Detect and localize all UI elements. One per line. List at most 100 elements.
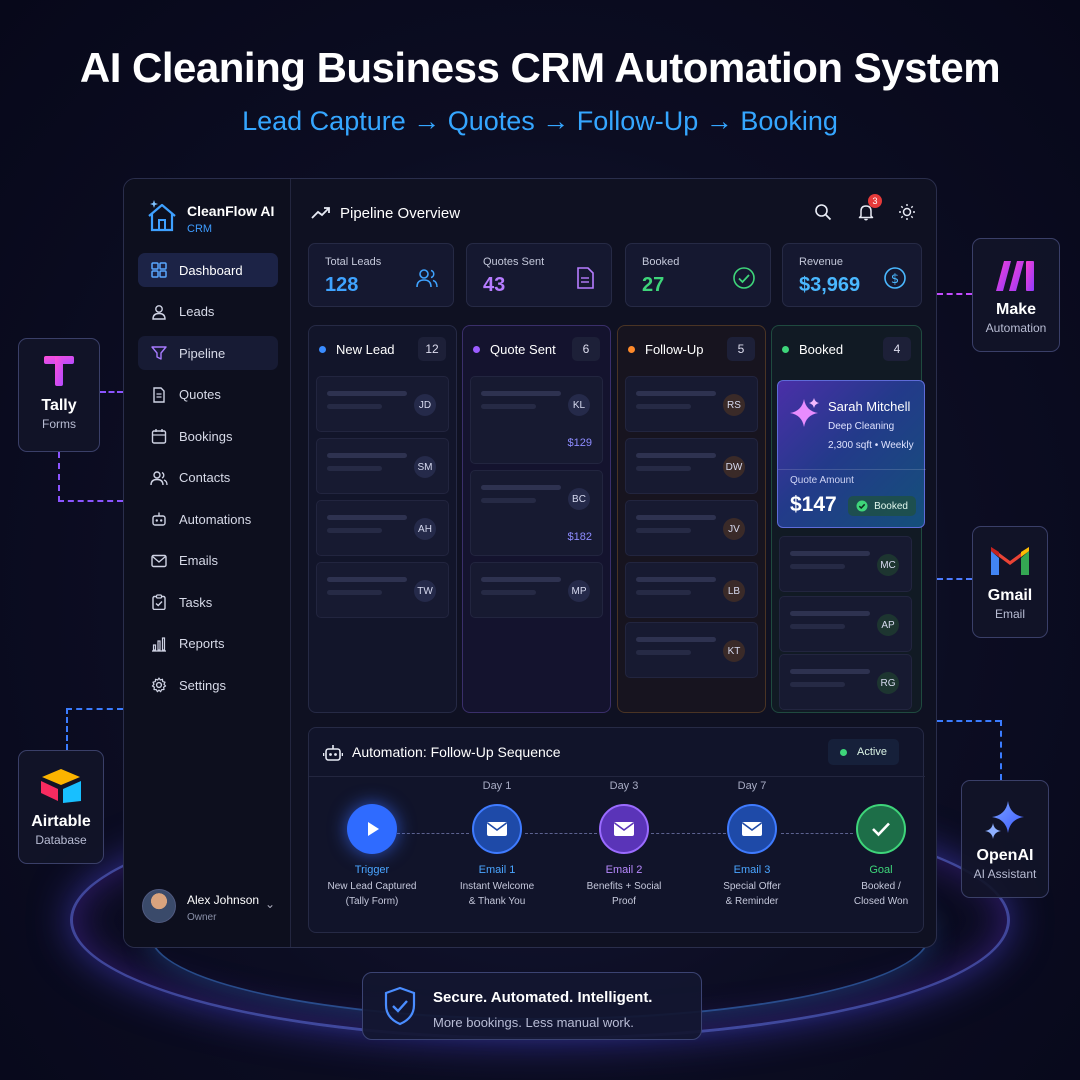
lead-card[interactable]: AP <box>779 596 912 652</box>
connector-airtable <box>66 708 123 710</box>
stat-value: $3,969 <box>799 274 861 296</box>
lead-card[interactable]: LB <box>625 562 758 618</box>
sidebar-item-quotes[interactable]: Quotes <box>138 378 278 412</box>
brand[interactable]: CleanFlow AI CRM <box>146 199 286 239</box>
status-dot <box>840 748 848 756</box>
lead-card[interactable]: AH <box>316 500 449 556</box>
step-connector <box>525 833 597 834</box>
step-day: Day 3 <box>609 780 639 792</box>
featured-booking-card[interactable]: Sarah Mitchell Deep Cleaning 2,300 sqft … <box>777 380 926 528</box>
stat-revenue[interactable]: Revenue $3,969 $ <box>782 243 922 307</box>
lead-card[interactable]: JV <box>625 500 758 556</box>
stat-quotes-sent[interactable]: Quotes Sent 43 <box>466 243 612 307</box>
lead-card[interactable]: SM <box>316 438 449 494</box>
sidebar-item-emails[interactable]: Emails <box>138 544 278 578</box>
sequence-step-trigger[interactable]: Trigger New Lead Captured(Tally Form) <box>317 780 427 909</box>
quote-amount: $182 <box>567 531 592 543</box>
integration-tally[interactable]: Tally Forms <box>18 338 100 452</box>
user-name: Alex Johnson <box>187 893 260 907</box>
brand-sub: CRM <box>187 223 213 235</box>
step-day: Day 7 <box>737 780 767 792</box>
integration-sub: Forms <box>42 417 76 431</box>
stat-label: Total Leads <box>325 256 382 268</box>
automation-title: Automation: Follow-Up Sequence <box>352 744 561 760</box>
connector-tally <box>100 391 123 393</box>
bell-icon <box>858 205 874 221</box>
integration-make[interactable]: Make Automation <box>972 238 1060 352</box>
integration-openai[interactable]: OpenAI AI Assistant <box>961 780 1049 898</box>
column-header[interactable]: Follow-Up <box>628 342 704 357</box>
sidebar-item-bookings[interactable]: Bookings <box>138 419 278 453</box>
column-header[interactable]: Booked <box>782 342 843 357</box>
sidebar-item-automations[interactable]: Automations <box>138 502 278 536</box>
sidebar-item-leads[interactable]: Leads <box>138 295 278 329</box>
stat-total-leads[interactable]: Total Leads 128 <box>308 243 454 307</box>
column-title: New Lead <box>336 342 395 357</box>
sidebar-item-pipeline[interactable]: Pipeline <box>138 336 278 370</box>
shield-check-icon <box>384 986 416 1026</box>
stat-value: 27 <box>642 274 665 296</box>
users-icon <box>416 269 438 288</box>
lead-card[interactable]: RG <box>779 654 912 710</box>
sidebar-item-settings[interactable]: Settings <box>138 668 278 702</box>
lead-card[interactable]: DW <box>625 438 758 494</box>
lead-card[interactable]: MC <box>779 536 912 592</box>
sidebar-item-dashboard[interactable]: Dashboard <box>138 253 278 287</box>
contacts-icon <box>150 469 168 487</box>
connector-tally-down <box>58 452 60 502</box>
page-title: Pipeline Overview <box>340 205 461 222</box>
check-circle-icon <box>733 267 755 289</box>
theme-toggle-button[interactable] <box>896 201 918 223</box>
stat-label: Quotes Sent <box>483 256 545 268</box>
notifications-button[interactable]: 3 <box>855 194 882 223</box>
user-role: Owner <box>187 912 217 923</box>
integration-sub: Database <box>35 833 87 847</box>
column-count: 5 <box>727 337 755 361</box>
tally-icon <box>41 353 77 389</box>
step-description: Instant Welcome& Thank You <box>459 881 535 907</box>
column-header[interactable]: New Lead <box>319 342 395 357</box>
search-button[interactable] <box>812 201 834 223</box>
avatar: AP <box>877 614 899 636</box>
sidebar-item-label: Reports <box>179 636 225 651</box>
footer-tagline: Secure. Automated. Intelligent. More boo… <box>362 972 702 1040</box>
sequence-step-goal[interactable]: Goal Booked /Closed Won <box>826 780 936 909</box>
sidebar-item-label: Automations <box>179 511 252 527</box>
lead-card[interactable]: KL$129 <box>470 376 603 464</box>
gmail-icon <box>988 543 1032 579</box>
lead-card[interactable]: KT <box>625 622 758 678</box>
user-profile[interactable]: Alex Johnson Owner ⌄ <box>142 887 282 927</box>
lead-card[interactable]: TW <box>316 562 449 618</box>
make-icon <box>992 257 1040 293</box>
lead-card[interactable]: BC$182 <box>470 470 603 556</box>
lead-card[interactable]: JD <box>316 376 449 432</box>
connector-gmail <box>937 578 972 580</box>
sequence-step-email-3[interactable]: Day 7 Email 3 Special Offer& Reminder <box>697 780 807 909</box>
integration-sub: Email <box>994 607 1025 621</box>
step-connector <box>397 833 469 834</box>
status-dot <box>319 346 326 353</box>
integration-name: OpenAI <box>976 847 1034 864</box>
integration-airtable[interactable]: Airtable Database <box>18 750 104 864</box>
sequence-step-email-1[interactable]: Day 1 Email 1 Instant Welcome& Thank You <box>442 780 552 909</box>
chevron-down-icon[interactable]: ⌄ <box>265 897 276 911</box>
avatar: MC <box>877 554 899 576</box>
stat-booked[interactable]: Booked 27 <box>625 243 771 307</box>
sparkle-icon <box>982 797 1028 843</box>
column-count: 12 <box>418 337 446 361</box>
lead-card[interactable]: RS <box>625 376 758 432</box>
mail-icon <box>727 804 777 854</box>
clipboard-check-icon <box>150 593 168 611</box>
sidebar-item-reports[interactable]: Reports <box>138 627 278 661</box>
column-header[interactable]: Quote Sent <box>473 342 556 357</box>
lead-card[interactable]: MP <box>470 562 603 618</box>
status-badge[interactable]: Active <box>828 739 899 765</box>
sidebar-item-tasks[interactable]: Tasks <box>138 585 278 619</box>
bar-chart-icon <box>150 635 168 653</box>
integration-gmail[interactable]: Gmail Email <box>972 526 1048 638</box>
sidebar-item-contacts[interactable]: Contacts <box>138 461 278 495</box>
avatar: JV <box>723 518 745 540</box>
column-title: Follow-Up <box>645 342 704 357</box>
avatar: MP <box>568 580 590 602</box>
